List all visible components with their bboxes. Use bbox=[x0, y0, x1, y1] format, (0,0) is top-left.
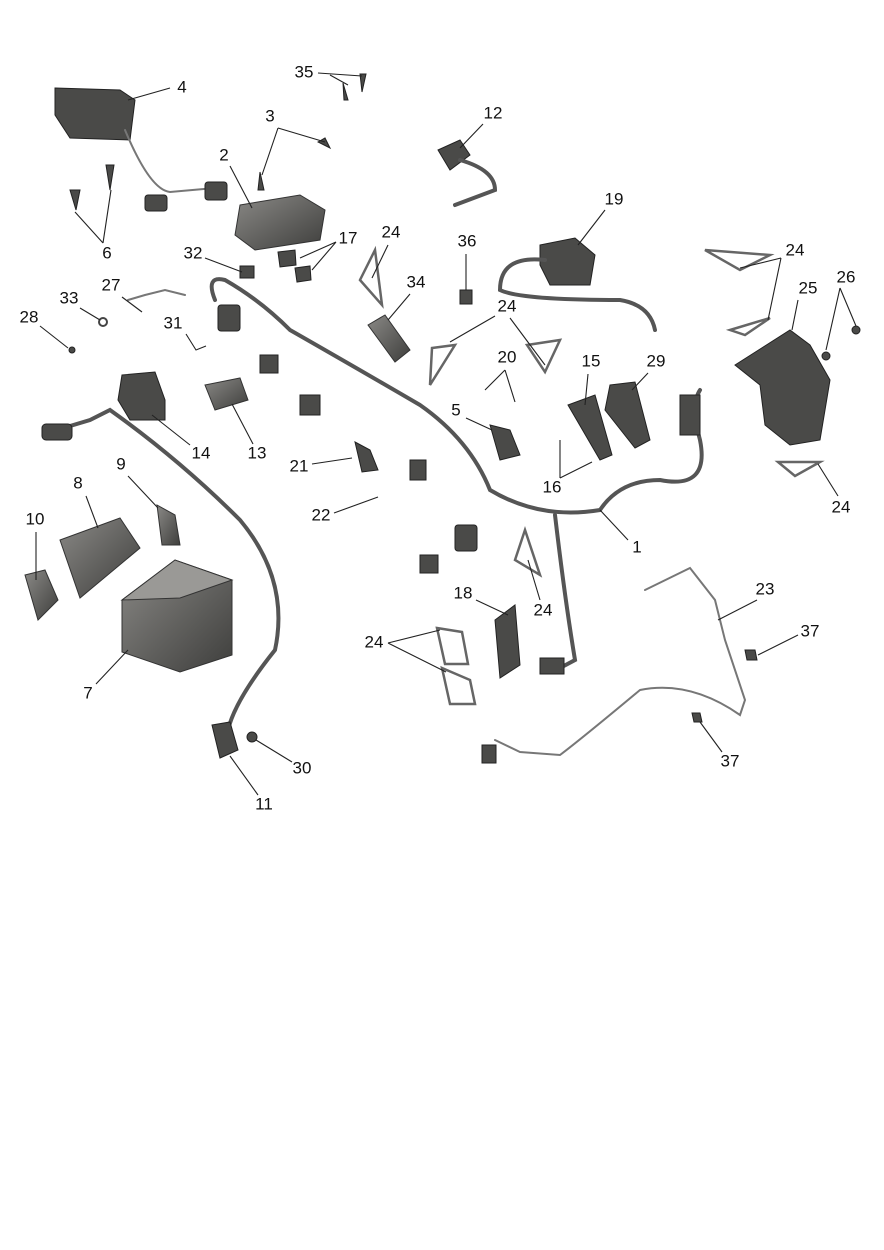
callout-5: 5 bbox=[451, 400, 460, 419]
callout-25: 25 bbox=[799, 278, 818, 297]
callout-17: 17 bbox=[339, 228, 358, 247]
callout-37: 37 bbox=[721, 751, 740, 770]
callout-23: 23 bbox=[756, 579, 775, 598]
callout-31: 31 bbox=[164, 313, 183, 332]
callout-21: 21 bbox=[290, 456, 309, 475]
callout-36: 36 bbox=[458, 231, 477, 250]
leader-lines bbox=[35, 72, 857, 796]
callout-18: 18 bbox=[454, 583, 473, 602]
callout-22: 22 bbox=[312, 505, 331, 524]
callout-32: 32 bbox=[184, 243, 203, 262]
callout-19: 19 bbox=[605, 189, 624, 208]
callout-24: 24 bbox=[832, 497, 851, 516]
bracket-25 bbox=[734, 329, 831, 446]
battery-cover-8 bbox=[59, 517, 141, 599]
callout-9: 9 bbox=[116, 454, 125, 473]
callout-26: 26 bbox=[837, 267, 856, 286]
relay-34 bbox=[367, 314, 411, 363]
callout-29: 29 bbox=[647, 351, 666, 370]
callout-1: 1 bbox=[632, 537, 641, 556]
callout-8: 8 bbox=[73, 473, 82, 492]
callout-24: 24 bbox=[786, 240, 805, 259]
callout-4: 4 bbox=[177, 77, 186, 96]
callout-12: 12 bbox=[484, 103, 503, 122]
callout-35: 35 bbox=[295, 62, 314, 81]
callout-6: 6 bbox=[102, 243, 111, 262]
callout-14: 14 bbox=[192, 443, 211, 462]
starter-relay-14 bbox=[117, 371, 166, 421]
callout-3: 3 bbox=[265, 106, 274, 125]
callout-15: 15 bbox=[582, 351, 601, 370]
control-module bbox=[234, 194, 326, 251]
callout-11: 11 bbox=[255, 794, 273, 813]
callout-2: 2 bbox=[219, 145, 228, 164]
callout-37: 37 bbox=[801, 621, 820, 640]
callout-24: 24 bbox=[498, 296, 517, 315]
callout-34: 34 bbox=[407, 272, 426, 291]
callout-10: 10 bbox=[26, 509, 45, 528]
part-shapes bbox=[24, 73, 861, 764]
callout-27: 27 bbox=[102, 275, 121, 294]
fuse-box-13 bbox=[204, 377, 249, 411]
callout-labels: 35 4 3 12 2 6 19 17 24 32 36 24 34 26 25… bbox=[20, 62, 856, 813]
callout-13: 13 bbox=[248, 443, 267, 462]
callout-30: 30 bbox=[293, 758, 312, 777]
regulator-rectifier bbox=[54, 87, 136, 141]
callout-20: 20 bbox=[498, 347, 517, 366]
ignition-coil bbox=[539, 237, 596, 286]
callout-24: 24 bbox=[365, 632, 384, 651]
callout-16: 16 bbox=[543, 477, 562, 496]
callout-28: 28 bbox=[20, 307, 39, 326]
callout-24: 24 bbox=[534, 600, 553, 619]
callout-7: 7 bbox=[83, 683, 92, 702]
callout-33: 33 bbox=[60, 288, 79, 307]
callout-24: 24 bbox=[382, 222, 401, 241]
